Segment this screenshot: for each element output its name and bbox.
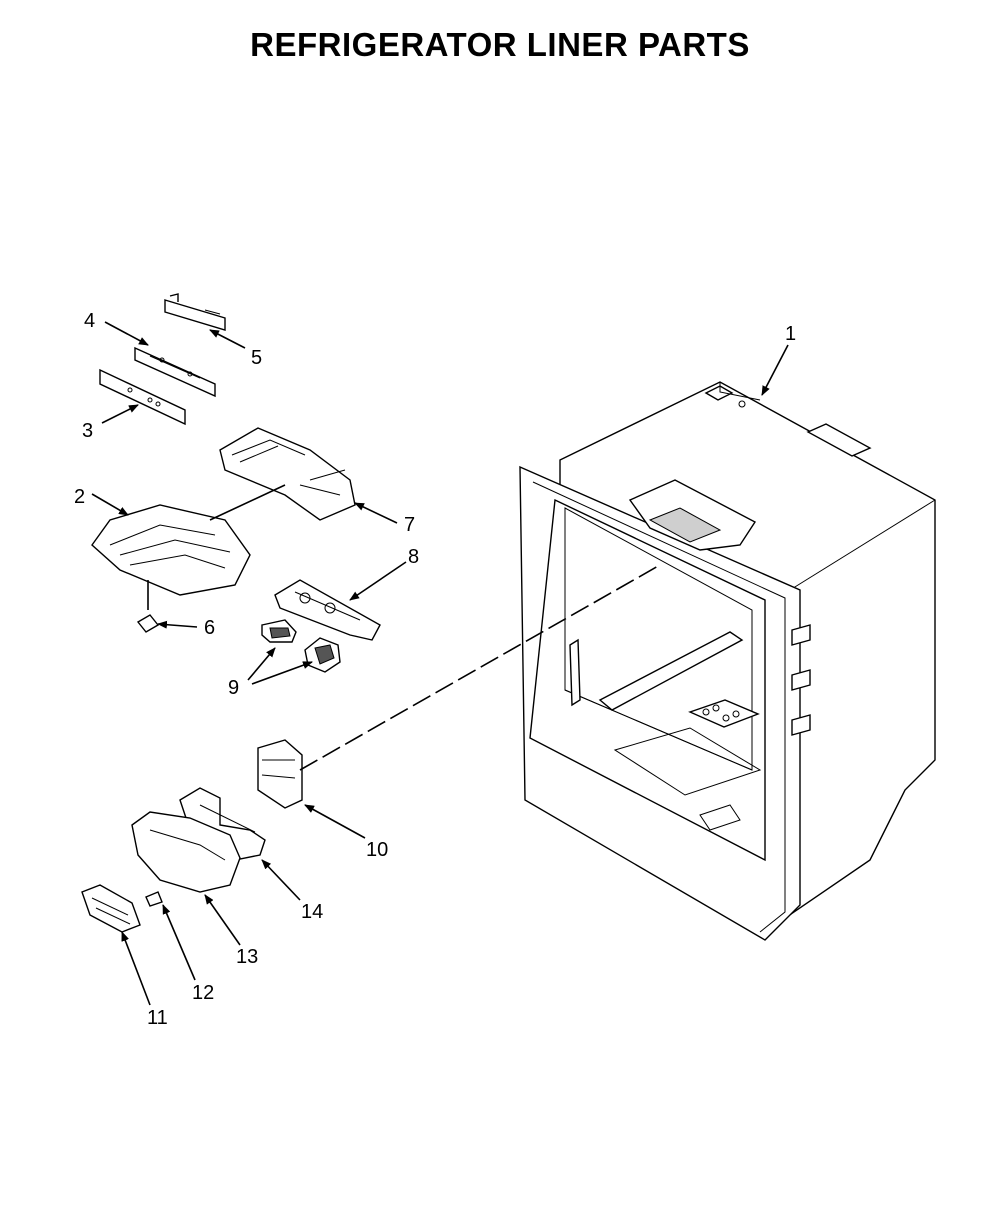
screw [145, 891, 163, 907]
callout-14: 14 [301, 901, 323, 923]
grille [81, 884, 141, 933]
leader-lines [91, 321, 789, 1006]
diagram-title: REFRIGERATOR LINER PARTS [250, 26, 750, 63]
control-plate [91, 484, 286, 610]
light-lens [274, 579, 381, 641]
callout-6: 6 [204, 617, 215, 639]
hinge-cover [131, 811, 241, 893]
callout-10: 10 [366, 839, 388, 861]
clip [136, 614, 160, 633]
callout-9: 9 [228, 677, 239, 699]
connector [257, 564, 661, 809]
callout-12: 12 [192, 982, 214, 1004]
callout-7: 7 [404, 514, 415, 536]
air-tower-top-part [164, 293, 226, 331]
callout-3: 3 [82, 420, 93, 442]
lamp-socket [261, 619, 341, 673]
liner-assembly [519, 381, 936, 941]
callout-8: 8 [408, 546, 419, 568]
callout-2: 2 [74, 486, 85, 508]
air-tower-bracket [134, 346, 216, 398]
callout-5: 5 [251, 347, 262, 369]
callout-4: 4 [84, 310, 95, 332]
callout-11: 11 [147, 1007, 168, 1029]
air-tower-cover [99, 368, 186, 426]
callout-1: 1 [785, 323, 796, 345]
callout-13: 13 [236, 946, 258, 968]
